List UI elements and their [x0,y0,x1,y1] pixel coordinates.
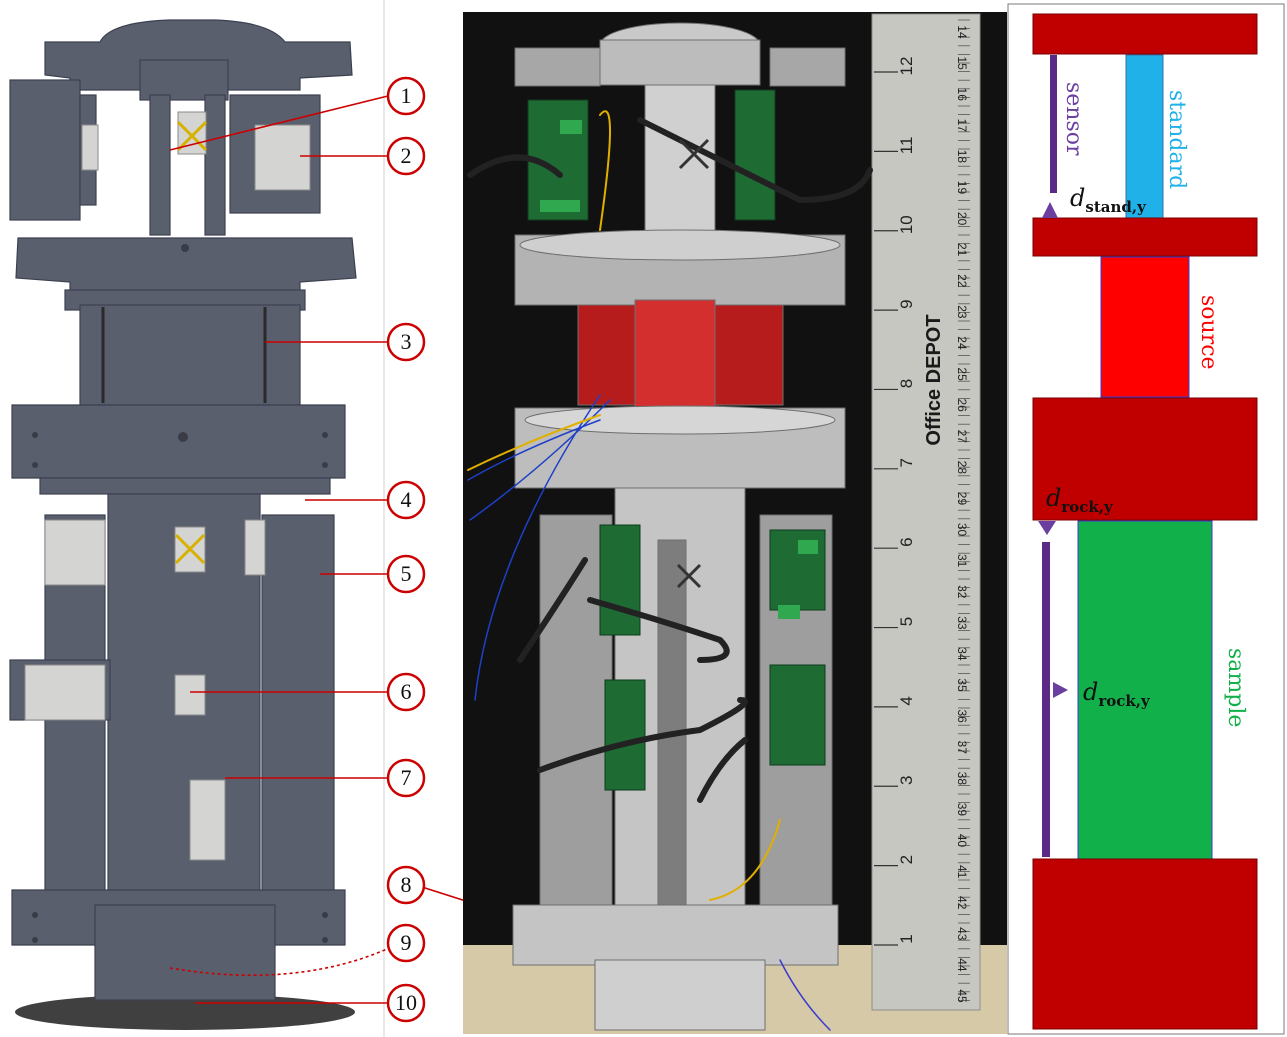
d-rock-top-label: drock,y [1046,484,1114,516]
ruler-cm-number: 33 [955,616,969,630]
ruler-cm-number: 27 [955,430,969,444]
d-rock-mid-label: drock,y [1083,678,1151,710]
callout-number-10: 10 [395,990,417,1015]
ruler-inch-number: 1 [897,934,916,943]
callout-number-1: 1 [401,83,412,108]
ruler-cm-number: 38 [955,772,969,786]
d-stand-label: dstand,y [1070,184,1147,216]
sample-label: sample [1223,648,1248,727]
ruler-cm-number: 21 [955,243,969,257]
callout-number-4: 4 [401,487,412,512]
ruler-inch-number: 9 [897,299,916,308]
d-rock-top-sub: rock,y [1061,498,1114,516]
ruler-cm-number: 17 [955,119,969,133]
callout-circle-10 [386,983,426,1023]
source-label: source [1196,295,1221,370]
ruler-cm-number: 28 [955,461,969,475]
callout-circle-3 [386,322,426,362]
callout-circle-7 [386,758,426,798]
standard-block [1125,54,1164,219]
callout-markers: 1 2 3 4 5 6 7 8 9 10 [386,76,426,1023]
d-stand-sub: stand,y [1085,198,1147,216]
ruler-cm-number: 37 [955,741,969,755]
ruler-inch-number: 7 [897,458,916,467]
ruler-cm-scale: 14 15 16 17 18 19 20 21 22 23 24 25 26 27 28 29 30 31 32 33… [955,19,970,1003]
ruler-cm-number: 34 [955,647,969,661]
ruler-cm-number: 15 [955,56,969,70]
callout-number-5: 5 [401,561,412,586]
upper-middle-plate [1032,217,1258,257]
ruler-cm-number: 20 [955,212,969,226]
ruler-cm-number: 22 [955,274,969,288]
callout-number-3: 3 [401,329,412,354]
ruler-cm-number: 36 [955,709,969,723]
ruler-cm-number: 40 [955,834,969,848]
standard-label: standard [1164,90,1189,189]
ruler-cm-number: 18 [955,150,969,164]
ruler-inch-number: 10 [897,215,916,234]
ruler-inch-number: 2 [897,855,916,864]
ruler-cm-number: 45 [955,989,969,1003]
ruler-inch-number: 4 [897,696,916,705]
bottom-plate [1032,858,1258,1030]
upper-sensor-bar [1050,55,1057,193]
ruler-cm-number: 42 [955,896,969,910]
callout-number-2: 2 [401,143,412,168]
ruler-inch-number: 8 [897,379,916,388]
ruler-inch-number: 6 [897,537,916,546]
d-rock-mid-main: d [1083,678,1098,706]
d-stand-main: d [1070,184,1085,212]
ruler-cm-number: 16 [955,88,969,102]
callout-circle-1 [386,76,426,116]
callout-circle-2 [386,136,426,176]
lower-sensor-bar [1042,542,1050,857]
sensor-label: sensor [1061,82,1086,156]
callout-circle-5 [386,554,426,594]
callout-number-6: 6 [401,679,412,704]
top-plate [1032,13,1258,55]
source-block [1100,256,1190,398]
d-rock-top-main: d [1046,484,1061,512]
rock-top-arrow-marker [1038,521,1056,535]
cad-panel: 1 2 3 4 5 6 7 8 9 10 [0,0,589,1037]
ruler-cm-number: 31 [955,554,969,568]
rock-mid-arrow-marker [1053,682,1068,698]
callout-circle-9 [386,923,426,963]
ruler-cm-number: 32 [955,585,969,599]
callout-circle-4 [386,480,426,520]
ruler-inch-number: 11 [897,137,916,155]
callout-number-7: 7 [401,765,412,790]
ruler-cm-number: 41 [955,865,969,879]
d-rock-mid-sub: rock,y [1098,692,1151,710]
ruler-cm-number: 14 [955,25,969,39]
ruler-cm-number: 23 [955,305,969,319]
ruler-cm-number: 44 [955,958,969,972]
ruler-cm-number: 43 [955,927,969,941]
callout-number-8: 8 [401,872,412,897]
callout-circle-6 [386,672,426,712]
ruler-cm-number: 29 [955,492,969,506]
ruler-cm-number: 19 [955,181,969,195]
lower-middle-plate [1032,397,1258,521]
ruler-cm-number: 35 [955,678,969,692]
ruler-inch-number: 12 [897,57,916,76]
ruler-cm-number: 24 [955,336,969,350]
ruler-brand: Office DEPOT [923,314,945,445]
ruler-cm-number: 39 [955,803,969,817]
schematic-panel: sensor standard source sample dstand,y d… [1007,3,1285,1035]
sample-block [1077,520,1213,860]
ruler-cm-number: 25 [955,367,969,381]
callout-circle-8 [386,865,426,905]
ruler-cm-number: 26 [955,398,969,412]
callout-number-9: 9 [401,930,412,955]
ruler-cm-number: 30 [955,523,969,537]
ruler-inch-number: 3 [897,776,916,785]
ruler-inch-number: 5 [897,617,916,626]
stand-arrow-marker [1042,202,1058,218]
